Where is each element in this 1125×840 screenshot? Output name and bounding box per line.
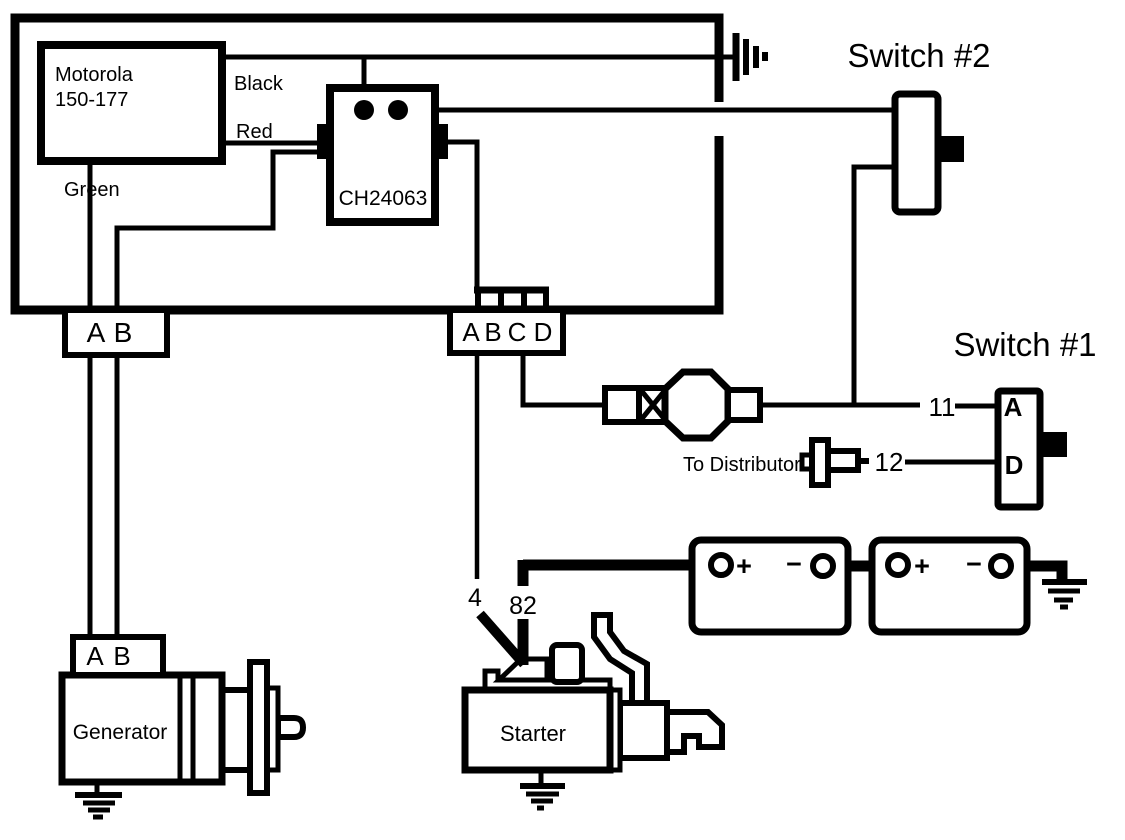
- distributor-connector-symbol: [799, 437, 869, 488]
- ground-symbol-starter: [520, 770, 565, 811]
- green-wire-label: Green: [64, 179, 120, 201]
- voltage-regulator-box: [37, 41, 226, 165]
- switch1-terminal-a: A: [1004, 392, 1023, 422]
- ignition-coil-filter: [602, 368, 763, 442]
- b-terminal-wire: [114, 149, 320, 309]
- battery2-positive-terminal: [885, 552, 911, 578]
- pin-c-wire: [520, 353, 607, 408]
- starter-body: [461, 686, 614, 774]
- switch2-lower-wire: [851, 164, 895, 405]
- starter-label: Starter: [500, 721, 566, 746]
- harness-connector: [447, 307, 566, 356]
- generator-connector-pin-a: A: [86, 641, 104, 671]
- switch2-body: [891, 90, 942, 216]
- switch2-title: Switch #2: [847, 37, 990, 74]
- battery1-positive-terminal: [708, 552, 734, 578]
- generator-connector: [70, 634, 166, 678]
- starter-wire-4-tip: [476, 610, 528, 668]
- battery1-plus-label: +: [736, 551, 752, 581]
- battery2-minus-label: −: [966, 549, 982, 579]
- regulator-connector: [62, 307, 170, 358]
- ground-symbol-top: [732, 33, 768, 81]
- harness-connector-pin-b: B: [484, 317, 501, 347]
- regulator-connector-pin-b: B: [114, 317, 133, 348]
- generator-shaft: [275, 715, 307, 740]
- generator-connector-pin-b: B: [113, 641, 130, 671]
- relay-left-tab: [317, 124, 331, 159]
- regulator-model-label: 150-177: [55, 89, 128, 111]
- regulator-name-label: Motorola: [55, 64, 134, 86]
- relay-right-tab: [434, 124, 448, 159]
- battery2-plus-label: +: [914, 551, 930, 581]
- ground-symbol-generator: [75, 782, 122, 820]
- relay-right-tab-wire: [445, 139, 480, 290]
- switch1-toggle: [1040, 432, 1067, 457]
- battery1-minus-label: −: [786, 549, 802, 579]
- to-distributor-label: To Distributor: [683, 454, 801, 476]
- generator-nose: [219, 687, 253, 773]
- red-wire-label: Red: [236, 121, 273, 143]
- battery2-negative-terminal: [988, 553, 1014, 579]
- generator-label: Generator: [73, 721, 168, 744]
- relay-label: CH24063: [339, 187, 428, 210]
- switch1-terminal-d: D: [1005, 450, 1024, 480]
- regulator-connector-pin-a: A: [87, 317, 106, 348]
- wire-4-label: 4: [468, 584, 482, 612]
- switch2-toggle: [938, 136, 964, 162]
- harness-connector-pin-c: C: [508, 317, 527, 347]
- switch1-title: Switch #1: [953, 326, 1096, 363]
- starter-solenoid-cap: [549, 642, 585, 685]
- generator-assembly: Generator A B: [58, 634, 307, 796]
- ground-symbol-battery: [1042, 579, 1087, 610]
- battery1-negative-terminal: [810, 553, 836, 579]
- harness-connector-pin-d: D: [534, 317, 553, 347]
- filter-right-box: [725, 387, 763, 423]
- distributor-plug-body: [825, 448, 861, 473]
- filter-left-box: [602, 385, 642, 425]
- filter-octagon: [661, 368, 732, 442]
- starter-assembly: Starter: [461, 612, 725, 774]
- starter-drive-housing: [617, 700, 670, 761]
- harness-connector-pin-a: A: [462, 317, 480, 347]
- black-wire-label: Black: [234, 73, 284, 95]
- wire-11-label: 11: [929, 392, 956, 422]
- starter-fork: [664, 709, 725, 755]
- wire-82-label: 82: [509, 592, 537, 620]
- relay-terminal-dot: [388, 100, 408, 120]
- wire-12-label: 12: [875, 447, 904, 477]
- starter-terminal-block: [492, 656, 550, 683]
- harness-outline-box: [10, 13, 724, 315]
- relay-terminal-dot: [354, 100, 374, 120]
